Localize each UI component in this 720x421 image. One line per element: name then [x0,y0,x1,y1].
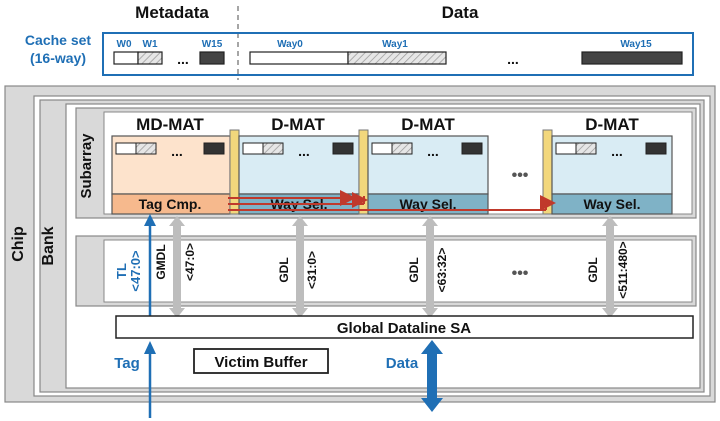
md-mat-title: MD-MAT [136,115,204,134]
gdl-arrow-up [602,216,618,226]
way-label-way0: Way0 [277,39,303,50]
cache-set-ways-label: (16-way) [30,50,86,66]
subarray-label: Subarray [78,133,95,199]
gdl-line-1 [422,216,438,318]
d-mat-title: D-MAT [401,115,455,134]
data-bus [427,352,437,400]
global-dataline-sa [115,315,694,339]
mat-continuation-dots: ••• [512,167,529,184]
gdl0-range-label: <31:0> [305,251,319,289]
data-arrow-up [421,340,443,354]
md-mat-ellipsis: ... [171,143,183,159]
gdl0-label: GDL [277,257,291,282]
d-mat-way0 [371,142,393,155]
gdl-arrow-down [602,308,618,318]
gdl-bus [426,224,434,310]
tag-input-label: Tag [114,355,140,372]
mat-divider [229,129,240,215]
d-mat-15: D-MAT ... Way Sel. [551,115,673,215]
tag-match-arrows [228,190,556,211]
gmdl-range-label: <47:0> [183,243,197,281]
gmdl-bus [173,224,181,310]
metadata-heading: Metadata [135,3,209,22]
gmdl-arrow-down [169,308,185,318]
data-way-15 [581,51,683,65]
md-way-15 [199,51,225,65]
dataline-continuation-dots: ••• [512,265,529,282]
tag-input-arrowhead [144,341,156,354]
cache-set-frame [102,32,694,76]
d-mat-way1 [575,142,597,155]
md-mat-way0 [115,142,137,155]
victim-buffer-label: Victim Buffer [214,354,307,371]
gdl-arrow-up [422,216,438,226]
gdl-bus [606,224,614,310]
d-mat-way1 [262,142,284,155]
md-way-ellipsis: ... [177,51,189,67]
way-select-label: Way Sel. [583,196,640,212]
d-mat-title: D-MAT [271,115,325,134]
md-mat-way1 [135,142,157,155]
d-mat-way15 [645,142,667,155]
md-way-1 [137,51,163,65]
tl-range-label: <47:0> [128,250,143,292]
gdl15-label: GDL [586,257,600,282]
data-heading: Data [442,3,479,22]
data-io-label: Data [386,355,419,372]
gdl-line-0 [292,216,308,318]
mat-divider [542,129,553,215]
way-label-w1: W1 [143,39,158,50]
tag-compare-label: Tag Cmp. [139,196,202,212]
gdl1-label: GDL [407,257,421,282]
d-mat-ellipsis: ... [427,143,439,159]
md-way-0 [113,51,139,65]
d-mat-way0 [555,142,577,155]
chip-label: Chip [10,226,27,262]
way-label-w0: W0 [117,39,132,50]
md-mat: MD-MAT ... Tag Cmp. [111,115,231,215]
gmdl-arrow-up [169,216,185,226]
gdl-arrow-up [292,216,308,226]
data-way-1 [347,51,447,65]
tag-line-arrowhead [144,214,156,226]
md-mat-way15 [203,142,225,155]
d-mat-title: D-MAT [585,115,639,134]
bank-label: Bank [40,226,57,265]
cache-set-label: Cache set [25,32,91,48]
d-mat-ellipsis: ... [611,143,623,159]
data-way-0 [249,51,349,65]
gmdl-label: GMDL [154,244,168,279]
tl-label: TL [114,263,129,279]
way-select-label: Way Sel. [399,196,456,212]
gdl15-range-label: <511:480> [616,241,630,298]
d-mat-way15 [332,142,354,155]
way-label-way1: Way1 [382,39,408,50]
global-dataline-sa-label: Global Dataline SA [337,320,471,337]
gdl-arrow-down [422,308,438,318]
gdl-arrow-down [292,308,308,318]
data-way-ellipsis: ... [507,51,519,67]
dataline-inner [103,239,693,303]
victim-buffer [193,348,329,374]
d-mat-way15 [461,142,483,155]
gmdl-line [169,216,185,318]
gdl-bus [296,224,304,310]
d-mat-way0 [242,142,264,155]
d-mat-way1 [391,142,413,155]
gdl1-range-label: <63:32> [435,248,449,293]
way-label-w15: W15 [202,39,223,50]
d-mat-ellipsis: ... [298,143,310,159]
data-arrow-down [421,398,443,412]
gdl-line-15 [602,216,618,318]
way-label-way15: Way15 [620,39,652,50]
